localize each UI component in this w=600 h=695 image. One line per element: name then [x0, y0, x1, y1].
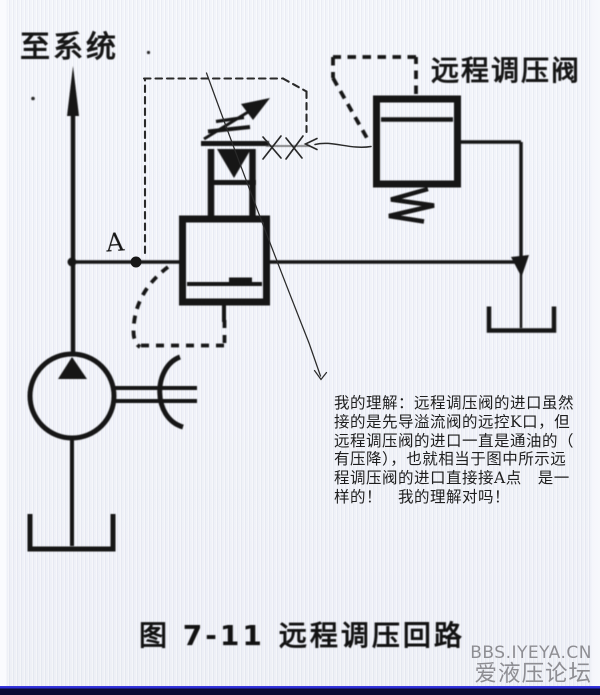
watermark-site-url: BBS.IYEYA.CN — [470, 642, 592, 663]
drive-coupling-symbol — [114, 354, 197, 430]
to-system-label: 至系统 — [20, 30, 119, 65]
hand-annotation-layer — [130, 72, 372, 381]
pilot-drain-dashed-line — [131, 265, 227, 349]
figure-title: 远程调压回路 — [278, 619, 465, 652]
remote-valve-label: 远程调压阀 — [431, 54, 582, 87]
figure-number: 图 7-11 — [139, 619, 265, 652]
note-line: 远程调压阀的进口一直是通油的（ — [334, 431, 575, 450]
watermark-forum-name: 爱液压论坛 — [474, 660, 592, 687]
note-line: 程调压阀的进口直接接A点 是一 — [334, 469, 570, 488]
flow-arrow-symbol — [67, 66, 79, 352]
footer-bar — [0, 686, 600, 695]
note-line: 我的理解：远程调压阀的进口虽然 — [334, 394, 575, 412]
remote-pressure-valve-symbol — [373, 95, 461, 224]
note-line: 有压降），也就相当于图中所示远 — [334, 450, 567, 469]
note-line: 接的是先导溢流阀的远控K口，但 — [334, 412, 571, 431]
printed-circuit-layer — [27, 50, 557, 552]
hand-dashed-connection — [142, 77, 308, 255]
spring-symbol — [388, 186, 435, 224]
user-note: 我的理解：远程调压阀的进口虽然 接的是先导溢流阀的远控K口，但 远程调压阀的进口… — [334, 394, 594, 507]
pump-symbol — [27, 351, 117, 546]
remote-pilot-dashed-line — [331, 55, 418, 140]
scan-speck — [31, 96, 35, 101]
oil-tank-symbol — [486, 306, 557, 333]
point-a-marker — [130, 256, 142, 268]
scan-speck — [146, 50, 151, 55]
junction-dot — [67, 257, 77, 267]
xx-cross-marks — [262, 135, 304, 160]
pilot-relief-valve-symbol — [179, 98, 270, 322]
leader-line — [205, 72, 328, 381]
hand-drawn-arrow — [303, 137, 372, 151]
point-a-label: A — [105, 227, 126, 258]
figure-caption: 图 7-11 远程调压回路 — [139, 614, 465, 654]
oil-tank-symbol — [27, 514, 116, 552]
pressure-line — [67, 257, 522, 267]
note-line: 样的！ 我的理解对吗！ — [334, 487, 511, 506]
drain-line — [457, 140, 529, 328]
watermark: BBS.IYEYA.CN 爱液压论坛 — [470, 642, 592, 687]
adjustment-arrow-symbol — [203, 98, 270, 141]
